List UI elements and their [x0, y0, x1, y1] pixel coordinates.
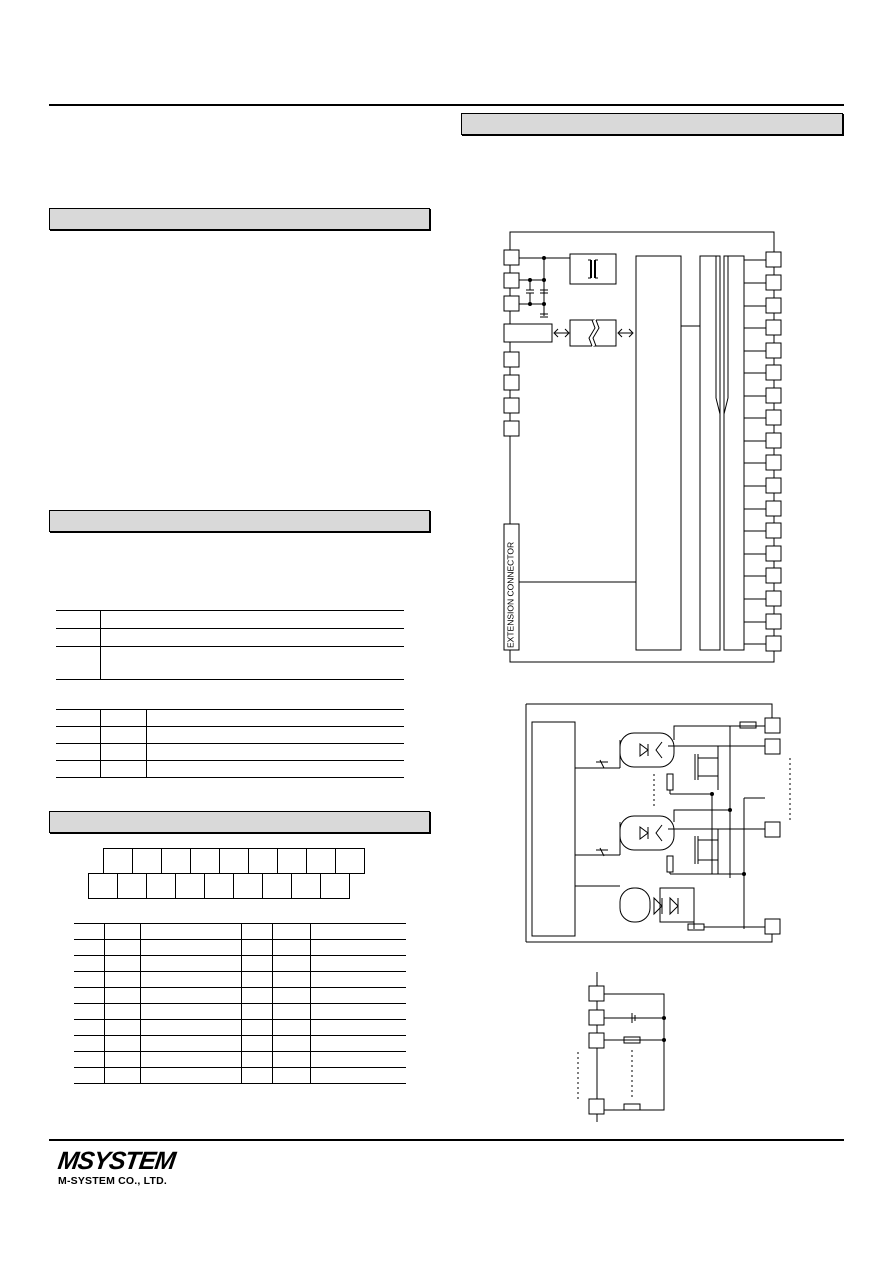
table-row: [56, 610, 404, 629]
terminal-grid-bottom: [88, 873, 350, 899]
table-row: [74, 923, 406, 940]
table-a: [56, 610, 404, 680]
table-row: [74, 987, 406, 1004]
company-name: M-SYSTEM CO., LTD.: [58, 1175, 167, 1187]
right-terminals: [744, 251, 782, 652]
table-row: [74, 1067, 406, 1084]
section-header-left-2: [49, 510, 430, 532]
table-row: [74, 971, 406, 988]
connection-diagram: [577, 972, 666, 1122]
left-terminals: [503, 249, 553, 437]
table-row: [56, 743, 404, 761]
section-header-left-1: [49, 208, 430, 230]
table-row: [74, 939, 406, 956]
table-row: [56, 646, 404, 680]
table-row: [74, 1035, 406, 1052]
table-row: [74, 955, 406, 972]
table-row: [74, 1003, 406, 1020]
block-diagram: EXTENSION CONNECTOR: [503, 231, 782, 663]
section-header-right-top: [461, 113, 843, 135]
output-circuit-diagram: [525, 703, 791, 943]
section-header-left-3: [49, 811, 430, 833]
logo-mark: MSYSTEM: [56, 1147, 177, 1175]
table-row: [74, 1019, 406, 1036]
extension-connector-label: EXTENSION CONNECTOR: [506, 542, 516, 648]
terminal-grid-top: [103, 848, 365, 874]
footer-rule: [49, 1139, 844, 1141]
table-row: [56, 726, 404, 744]
table-row: [56, 628, 404, 647]
table-row: [56, 760, 404, 778]
header-rule: [49, 104, 844, 106]
table-row: [74, 1051, 406, 1068]
terminal-table: [74, 923, 406, 1084]
table-row: [56, 709, 404, 727]
company-logo: MSYSTEM M-SYSTEM CO., LTD.: [56, 1147, 177, 1187]
table-b: [56, 709, 404, 778]
